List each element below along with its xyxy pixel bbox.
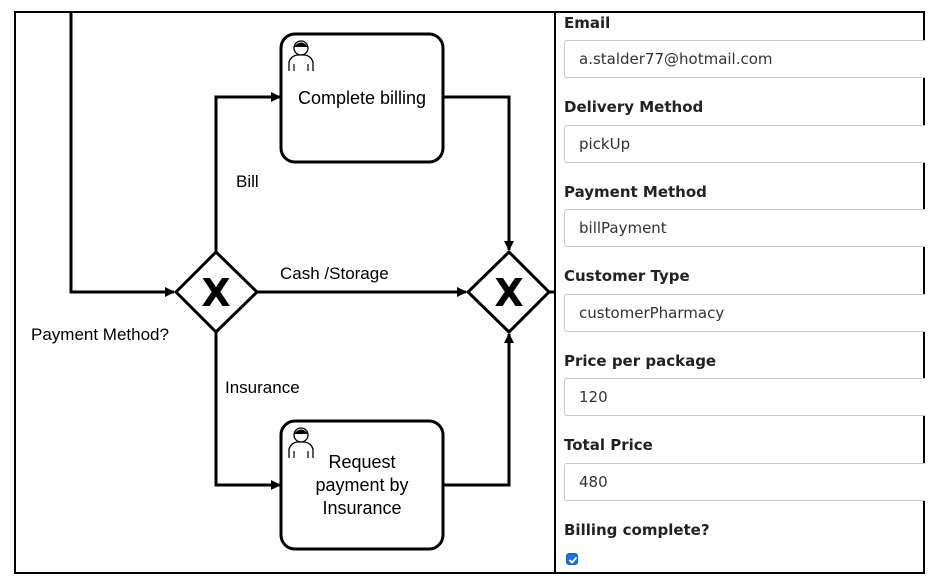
price-per-package-label: Price per package (564, 352, 717, 370)
join-gateway-symbol: X (494, 271, 523, 315)
customer-type-field[interactable]: customerPharmacy (564, 294, 925, 332)
task-request-payment[interactable]: Request payment by Insurance (279, 419, 445, 551)
task-request-payment-line-3: Insurance (322, 498, 401, 518)
flow-label-cash-storage: Cash /Storage (280, 264, 389, 283)
join-gateway[interactable]: X (465, 249, 552, 335)
payment-method-label: Payment Method (564, 183, 707, 201)
flow-bill (214, 92, 281, 252)
price-per-package-field[interactable]: 120 (564, 378, 925, 416)
panel-divider (554, 11, 556, 574)
billing-complete-checkbox[interactable] (566, 553, 578, 565)
gateway-question-label: Payment Method? (31, 325, 169, 344)
bpmn-diagram: X X Complete billing (31, 11, 555, 551)
flow-label-insurance: Insurance (225, 378, 300, 397)
task-complete-billing[interactable]: Complete billing (279, 32, 445, 164)
customer-type-label: Customer Type (564, 267, 690, 285)
user-task-icon (288, 40, 314, 71)
task-request-payment-line-2: payment by (315, 475, 408, 495)
total-price-field[interactable]: 480 (564, 463, 925, 501)
flow-insurance (214, 332, 281, 490)
email-label: Email (564, 14, 611, 32)
email-field[interactable]: a.stalder77@hotmail.com (564, 40, 925, 78)
flow-incoming (69, 11, 175, 297)
task-request-payment-line-1: Request (328, 452, 395, 472)
split-gateway-symbol: X (201, 271, 230, 315)
user-task-icon (288, 427, 314, 458)
checkmark-icon (568, 556, 578, 564)
delivery-method-field[interactable]: pickUp (564, 125, 925, 163)
split-gateway[interactable]: X (173, 249, 260, 335)
window-frame (14, 11, 925, 574)
billing-complete-label: Billing complete? (564, 521, 710, 539)
payment-method-field[interactable]: billPayment (564, 209, 925, 247)
flow-label-bill: Bill (236, 172, 259, 191)
flow-billing-to-join (443, 95, 514, 251)
delivery-method-label: Delivery Method (564, 98, 704, 116)
task-complete-billing-label: Complete billing (298, 88, 426, 108)
flow-insurance-to-join (443, 333, 514, 487)
task-form-panel: Email a.stalder77@hotmail.com Delivery M… (556, 11, 925, 574)
total-price-label: Total Price (564, 436, 653, 454)
